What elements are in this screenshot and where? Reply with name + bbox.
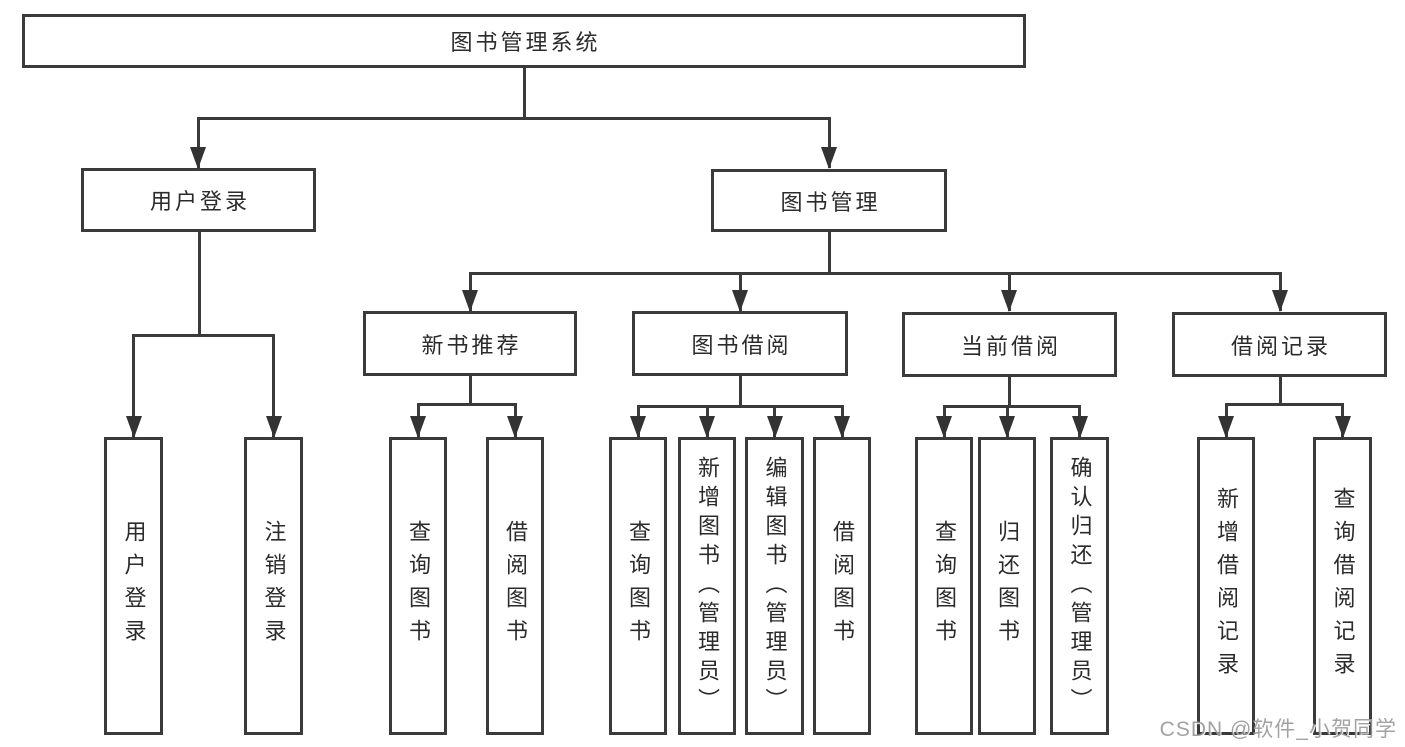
node-label: 查询图书 <box>626 520 651 652</box>
arrowhead-down-icon <box>507 416 523 438</box>
connector-line <box>132 333 275 337</box>
node-label: 查询借阅记录 <box>1330 487 1356 685</box>
node-label: 归还图书 <box>995 520 1020 652</box>
connector-line <box>468 376 472 404</box>
arrowhead-down-icon <box>630 416 646 438</box>
node-label: 编辑图书（管理员） <box>762 455 788 717</box>
node-label: 借阅图书 <box>830 520 855 652</box>
arrowhead-down-icon <box>821 147 837 169</box>
node-leaf-br-query: 查询借阅记录 <box>1313 437 1372 735</box>
node-leaf-user-login: 用户登录 <box>104 437 163 735</box>
connector-line <box>197 232 201 335</box>
node-label: 用户登录 <box>149 189 250 214</box>
arrowhead-down-icon <box>999 416 1015 438</box>
arrowhead-down-icon <box>265 416 282 438</box>
connector-line <box>416 402 517 406</box>
node-leaf-logout: 注销登录 <box>244 437 303 735</box>
node-root: 图书管理系统 <box>22 14 1026 68</box>
connector-line <box>738 376 742 406</box>
arrowhead-down-icon <box>1334 416 1351 438</box>
arrowhead-down-icon <box>410 416 426 438</box>
arrowhead-down-icon <box>699 416 715 438</box>
node-label: 新增图书（管理员） <box>695 455 720 717</box>
node-label: 查询图书 <box>406 520 431 652</box>
node-leaf-bb-borrow: 借阅图书 <box>813 437 871 735</box>
node-book-borrow: 图书借阅 <box>632 311 848 376</box>
arrowhead-down-icon <box>1071 416 1088 438</box>
node-new-book: 新书推荐 <box>363 311 577 376</box>
connector-line <box>942 404 1081 408</box>
arrowhead-down-icon <box>462 290 478 312</box>
connector-line <box>196 118 200 168</box>
node-leaf-bb-query: 查询图书 <box>609 437 667 735</box>
node-book-mgmt: 图书管理 <box>711 169 947 232</box>
connector-line <box>468 271 1282 275</box>
watermark: CSDN @软件_小贺同学 <box>1159 718 1397 741</box>
node-leaf-br-add: 新增借阅记录 <box>1197 437 1255 735</box>
node-borrow-record: 借阅记录 <box>1172 312 1387 377</box>
node-label: 用户登录 <box>121 520 147 652</box>
arrowhead-down-icon <box>190 147 206 169</box>
connector-line <box>1278 377 1282 404</box>
node-leaf-cb-return: 归还图书 <box>978 437 1036 735</box>
connector-line <box>1224 402 1344 406</box>
node-user-login: 用户登录 <box>81 168 316 232</box>
connector-line <box>827 118 831 168</box>
node-label: 查询图书 <box>932 520 957 652</box>
connector-line <box>196 116 831 120</box>
node-label: 新书推荐 <box>421 332 522 358</box>
connector-line <box>132 335 135 437</box>
node-leaf-cb-confirm: 确认归还（管理员） <box>1050 437 1109 735</box>
node-leaf-nb-query: 查询图书 <box>389 437 447 735</box>
node-current-borrow: 当前借阅 <box>902 312 1117 377</box>
arrowhead-down-icon <box>125 416 142 438</box>
arrowhead-down-icon <box>936 416 952 438</box>
arrowhead-down-icon <box>834 416 850 438</box>
arrowhead-down-icon <box>732 290 748 312</box>
node-label: 借阅记录 <box>1230 333 1331 359</box>
connector-line <box>636 404 844 408</box>
node-label: 新增借阅记录 <box>1214 487 1239 685</box>
node-leaf-bb-add: 新增图书（管理员） <box>678 437 736 735</box>
connector-line <box>272 335 275 437</box>
arrowhead-down-icon <box>1218 416 1234 438</box>
node-label: 图书借阅 <box>691 332 792 358</box>
node-label: 确认归还（管理员） <box>1067 455 1093 717</box>
node-leaf-bb-edit: 编辑图书（管理员） <box>745 437 804 735</box>
arrowhead-down-icon <box>1001 290 1017 312</box>
node-label: 注销登录 <box>261 520 287 652</box>
arrowhead-down-icon <box>1272 290 1288 312</box>
node-label: 图书管理 <box>780 189 881 215</box>
node-leaf-cb-query: 查询图书 <box>915 437 973 735</box>
node-leaf-nb-borrow: 借阅图书 <box>486 437 544 735</box>
connector-line <box>1007 377 1011 406</box>
connector-line <box>827 232 831 273</box>
node-label: 当前借阅 <box>960 333 1061 359</box>
node-label: 图书管理系统 <box>450 30 601 55</box>
connector-line <box>522 68 526 118</box>
arrowhead-down-icon <box>766 416 783 438</box>
node-label: 借阅图书 <box>503 520 528 652</box>
